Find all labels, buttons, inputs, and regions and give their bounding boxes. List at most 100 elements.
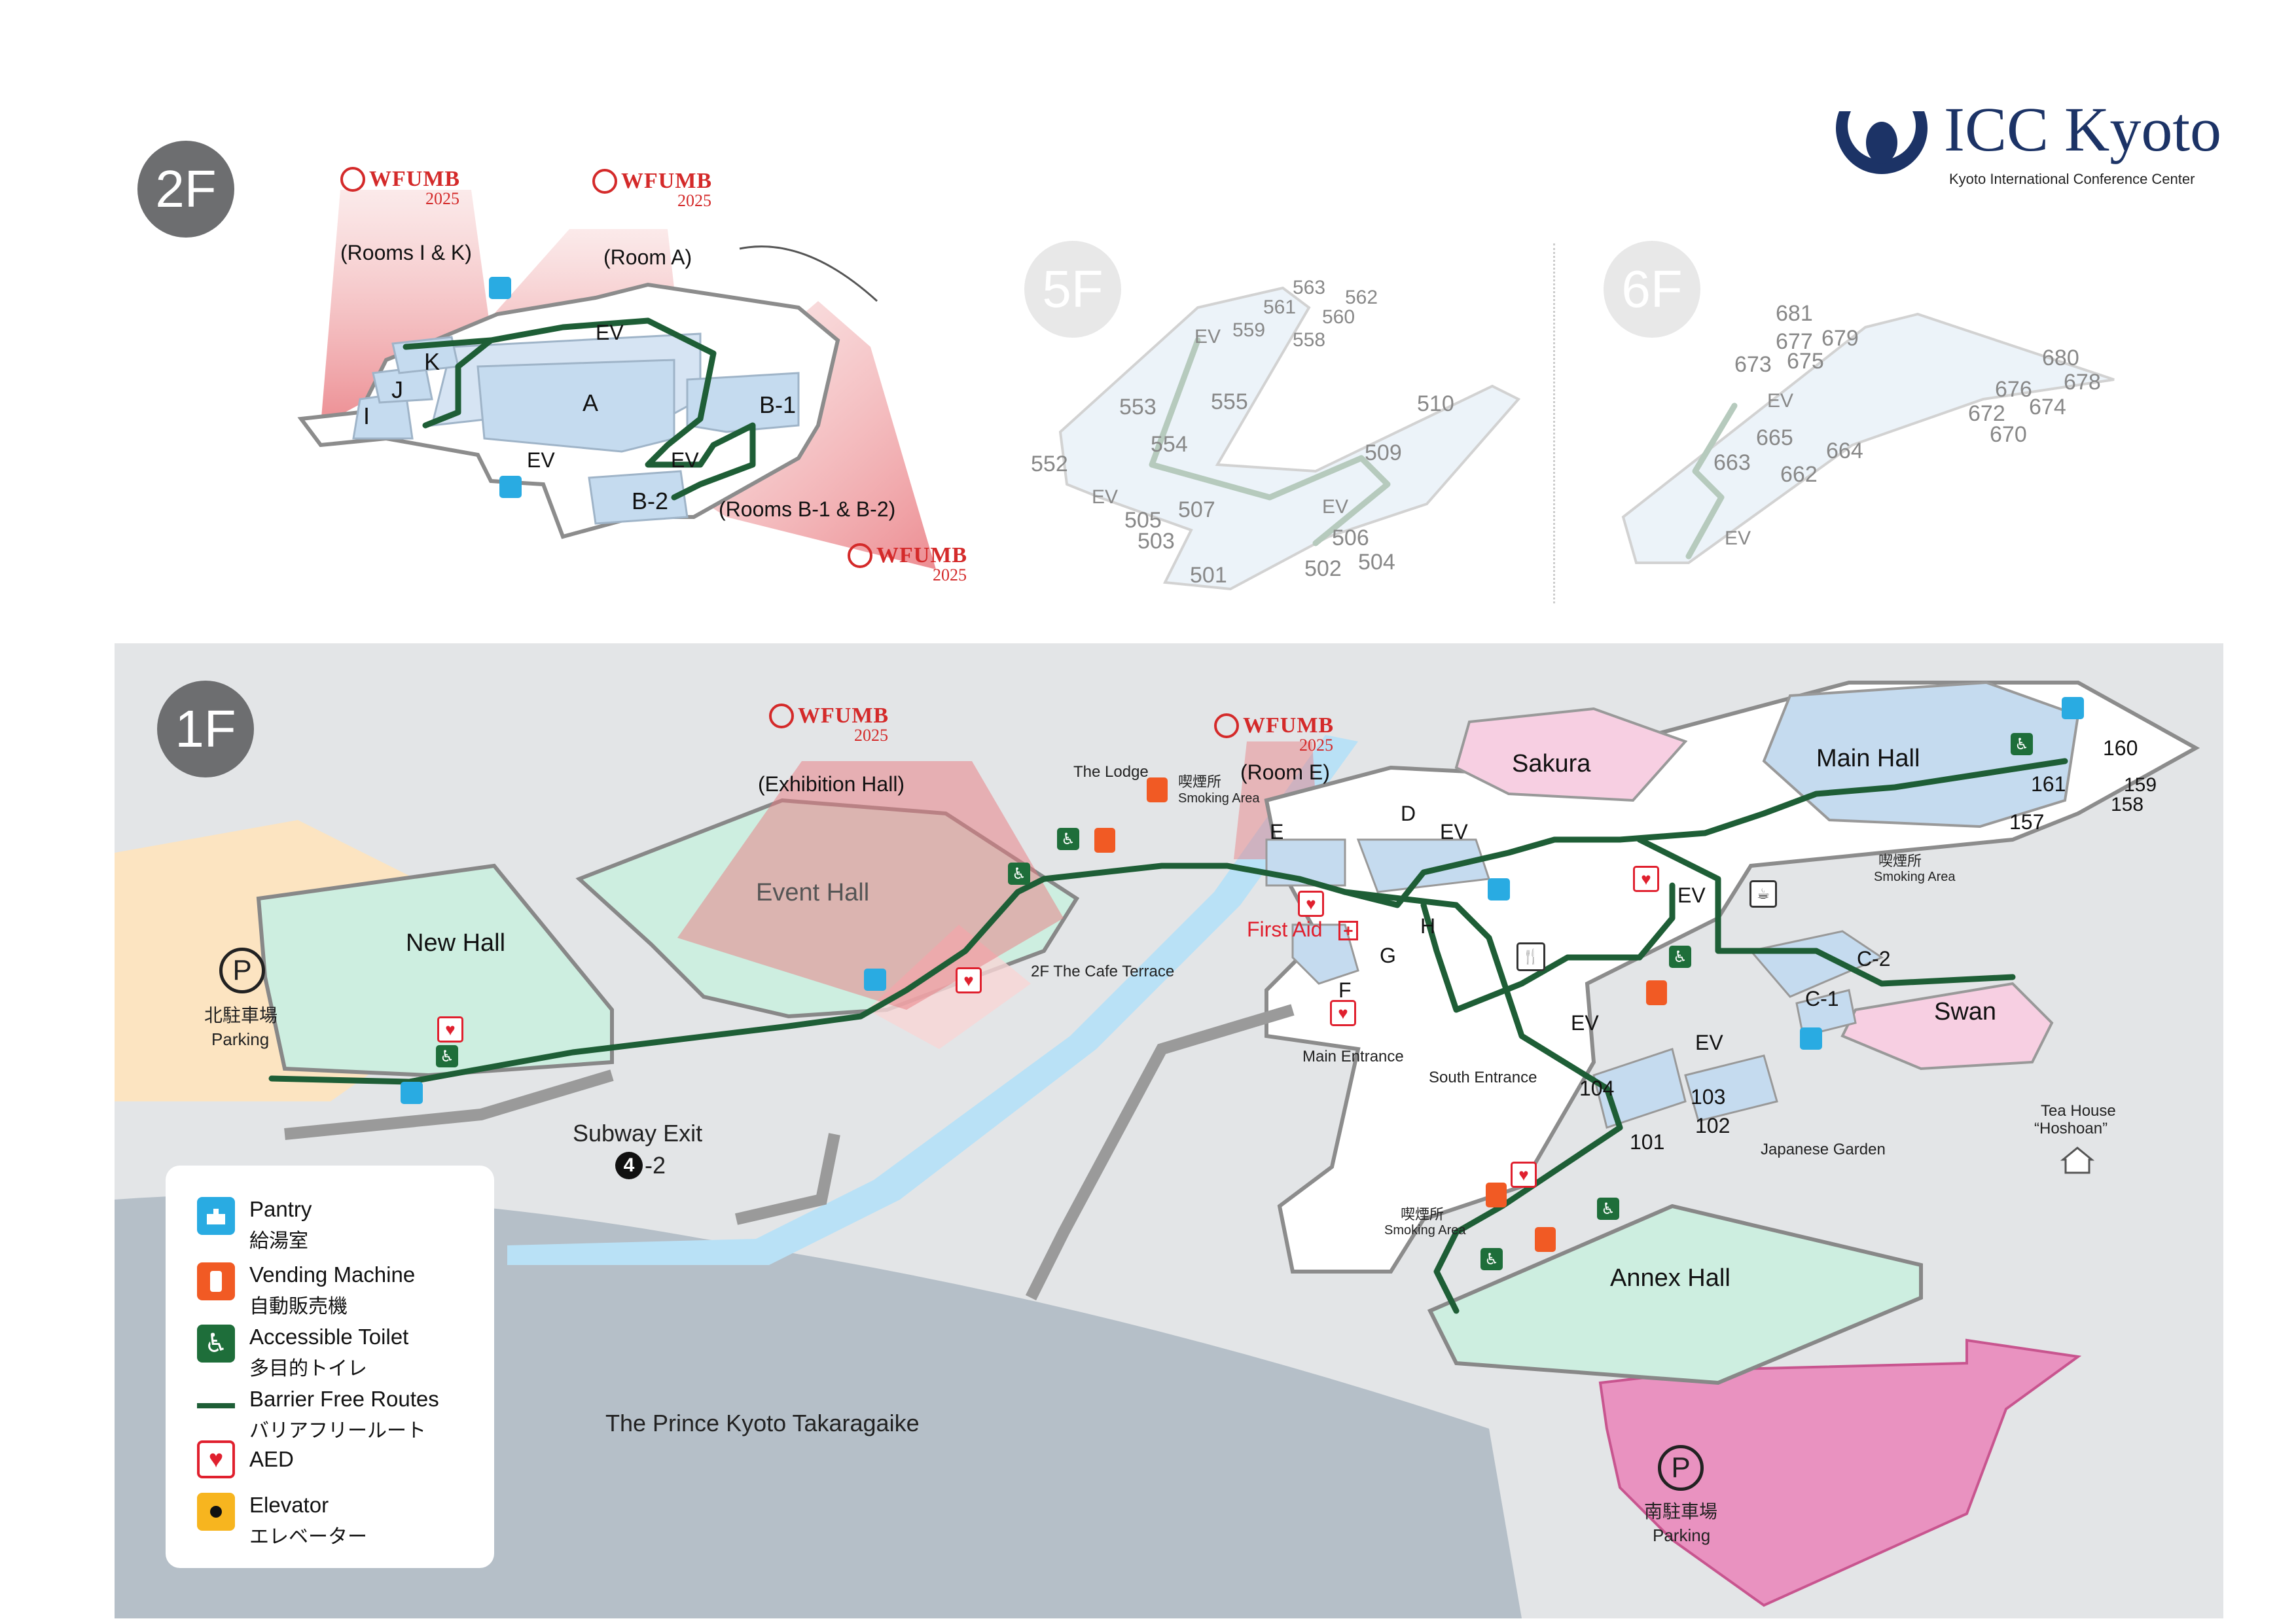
ev-1f-2: EV <box>1677 883 1706 907</box>
pantry-icon <box>864 969 886 991</box>
barrier-free-route-icon <box>197 1387 235 1425</box>
place-cafe-terrace: 2F The Cafe Terrace <box>1031 963 1175 980</box>
accessible-toilet-icon: ♿ <box>1669 946 1691 968</box>
vending-machine-icon <box>1147 777 1168 802</box>
ev-6f-1: EV <box>1767 390 1794 412</box>
place-smoking-jp-3: 喫煙所 <box>1401 1206 1444 1222</box>
room-c2: C-2 <box>1857 947 1891 971</box>
wfumb-logo-2f-1: WFUMB 2025 <box>340 167 460 208</box>
room-e: E <box>1270 820 1284 844</box>
event-label-rooms-i-k: (Rooms I & K) <box>340 241 472 264</box>
legend-item-pantry: Pantry 給湯室 <box>197 1197 312 1253</box>
room-505: 505 <box>1124 508 1162 533</box>
pantry-icon <box>401 1082 423 1104</box>
place-smoking-en-2: Smoking Area <box>1874 870 1956 884</box>
wfumb-logo-2f-2: WFUMB 2025 <box>592 169 712 210</box>
vending-machine-icon <box>197 1262 235 1300</box>
accessible-toilet-icon: ♿ <box>1480 1248 1503 1270</box>
room-g: G <box>1380 944 1396 967</box>
wfumb-logo-exhibition: WFUMB 2025 <box>769 704 889 745</box>
north-parking-jp: 北駐車場 <box>204 1005 278 1026</box>
hall-swan: Swan <box>1934 998 1997 1026</box>
floor-badge-1f: 1F <box>157 681 254 777</box>
room-670: 670 <box>1990 422 2027 447</box>
event-label-room-e: (Room E) <box>1240 760 1330 784</box>
floor-2f-map <box>297 190 936 569</box>
tea-house-icon <box>2060 1145 2095 1179</box>
room-562: 562 <box>1345 287 1378 308</box>
ev-5f-1: EV <box>1194 326 1221 348</box>
wfumb-emblem-icon <box>769 704 794 728</box>
ev-2f-3: EV <box>671 448 699 472</box>
stream <box>507 735 1358 1265</box>
room-553: 553 <box>1119 395 1157 419</box>
ev-2f-2: EV <box>527 448 555 472</box>
vending-machine-icon <box>1535 1227 1556 1252</box>
room-663: 663 <box>1713 450 1751 475</box>
wfumb-emblem-icon <box>1214 713 1239 738</box>
ev-2f-1: EV <box>596 321 624 344</box>
aed-icon: ♥ <box>1298 891 1324 917</box>
floor-6f-map <box>1621 312 2115 564</box>
room-102: 102 <box>1695 1114 1731 1137</box>
sakura-room <box>1454 707 1688 802</box>
ev-1f-4: EV <box>1695 1031 1723 1054</box>
room-510: 510 <box>1417 391 1454 416</box>
legend-pantry-en: Pantry <box>249 1197 312 1221</box>
room-561: 561 <box>1263 296 1297 318</box>
pantry-icon <box>2062 697 2084 719</box>
room-d: D <box>1401 802 1416 825</box>
central-building <box>1264 681 2200 1274</box>
place-japanese-garden: Japanese Garden <box>1761 1141 1886 1158</box>
place-smoking-jp-1: 喫煙所 <box>1178 774 1222 790</box>
room-677: 677 <box>1776 329 1813 354</box>
room-554: 554 <box>1151 432 1188 457</box>
legend-route-en: Barrier Free Routes <box>249 1387 439 1411</box>
room-665: 665 <box>1756 425 1793 450</box>
room-676: 676 <box>1995 377 2032 402</box>
room-558: 558 <box>1293 329 1326 351</box>
legend-item-accessible-toilet: ♿ Accessible Toilet 多目的トイレ <box>197 1325 408 1381</box>
wfumb-logo-2f-3: WFUMB 2025 <box>848 543 967 584</box>
subway-exit-suffix: -2 <box>645 1152 666 1179</box>
legend-aed-en: AED <box>249 1447 294 1471</box>
floor-badge-6f: 6F <box>1604 241 1700 338</box>
wfumb-logo-room-e: WFUMB 2025 <box>1214 713 1334 755</box>
pantry-icon <box>489 277 511 299</box>
barrier-free-route-south <box>1342 889 1623 1314</box>
elevator-icon <box>197 1493 235 1531</box>
ev-5f-2: EV <box>1092 486 1119 508</box>
room-104: 104 <box>1579 1077 1615 1100</box>
legend-item-route: Barrier Free Routes バリアフリールート <box>197 1387 439 1443</box>
accessible-toilet-icon: ♿ <box>1057 828 1079 850</box>
accessible-toilet-icon: ♿ <box>2011 733 2033 755</box>
pantry-icon <box>197 1197 235 1235</box>
hall-main-hall: Main Hall <box>1816 745 1920 772</box>
room-506: 506 <box>1332 526 1369 550</box>
room-674: 674 <box>2029 395 2066 419</box>
aed-icon: ♥ <box>1511 1162 1537 1188</box>
legend-pantry-jp: 給湯室 <box>249 1230 308 1252</box>
room-k-2f: K <box>424 348 440 375</box>
floor-divider <box>1553 243 1555 603</box>
legend-toilet-en: Accessible Toilet <box>249 1325 409 1349</box>
room-681: 681 <box>1776 301 1813 326</box>
hall-annex-hall: Annex Hall <box>1610 1264 1731 1292</box>
room-b1-2f: B-1 <box>759 391 797 418</box>
place-smoking-jp-2: 喫煙所 <box>1878 853 1922 869</box>
room-555: 555 <box>1211 389 1248 414</box>
hall-event-hall: Event Hall <box>756 879 870 906</box>
room-504: 504 <box>1358 550 1395 575</box>
floor-badge-2f: 2F <box>137 141 234 238</box>
room-509: 509 <box>1365 440 1402 465</box>
aed-icon: ♥ <box>956 967 982 993</box>
legend-elevator-jp: エレベーター <box>249 1526 367 1548</box>
ev-5f-3: EV <box>1322 496 1349 518</box>
legend-panel: Pantry 給湯室 Vending Machine 自動販売機 ♿ Acces… <box>166 1166 494 1568</box>
barrier-free-route-east <box>1636 836 2016 987</box>
south-parking-symbol: P <box>1658 1445 1704 1491</box>
room-a-2f: A <box>583 389 599 416</box>
ev-1f-3: EV <box>1571 1011 1599 1035</box>
accessible-toilet-icon: ♿ <box>197 1325 235 1363</box>
ev-1f-1: EV <box>1440 820 1468 844</box>
